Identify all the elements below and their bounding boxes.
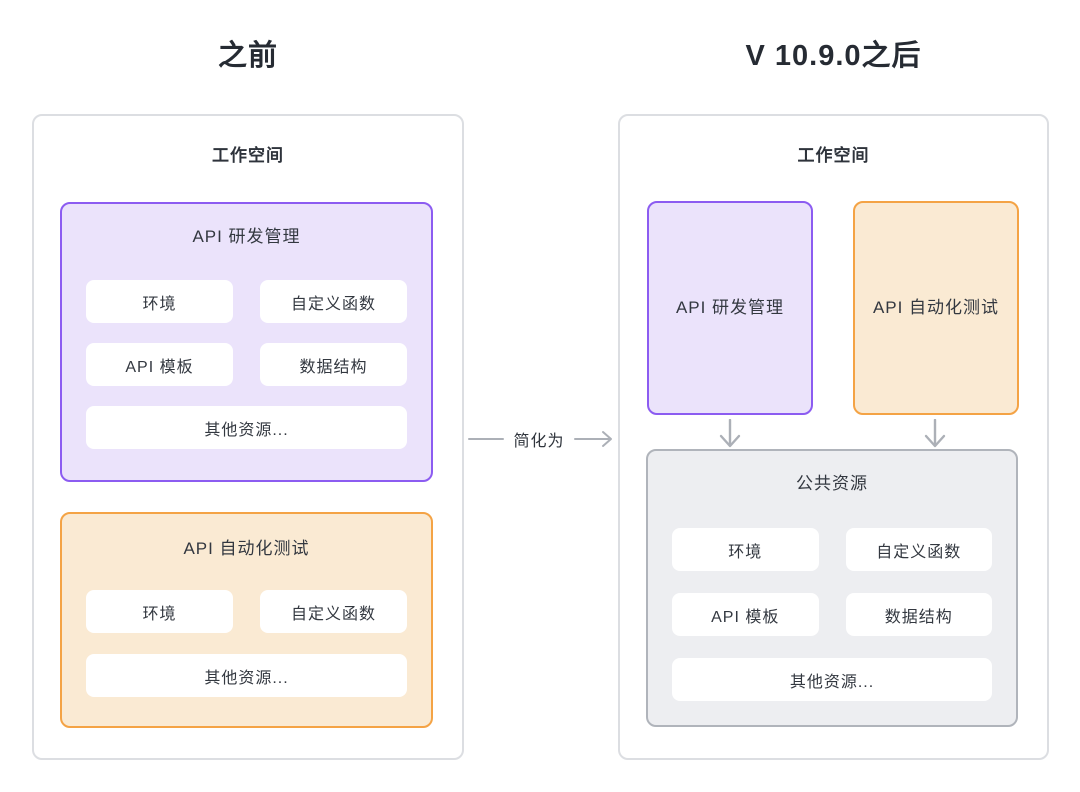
chip-api-templates: API 模板 xyxy=(672,593,819,636)
chip-other-resources: 其他资源... xyxy=(672,658,992,701)
chip-data-structures: 数据结构 xyxy=(260,343,407,386)
arrow-right-icon xyxy=(573,431,612,447)
chip-environment: 环境 xyxy=(86,590,233,633)
simplify-connector: 简化为 xyxy=(462,427,620,451)
shared-resources-label: 公共资源 xyxy=(796,474,868,493)
chip-custom-functions: 自定义函数 xyxy=(260,590,407,633)
chip-other-resources: 其他资源... xyxy=(86,406,407,449)
api-dev-box: API 研发管理 xyxy=(647,201,813,415)
page-title-before: 之前 xyxy=(217,40,278,72)
api-test-chip-grid: 环境 自定义函数 其他资源... xyxy=(62,590,431,697)
workspace-label: 工作空间 xyxy=(212,146,284,165)
chip-environment: 环境 xyxy=(672,528,819,571)
shared-resources-box: 公共资源 环境 自定义函数 API 模板 数据结构 其他资源... xyxy=(646,449,1018,727)
api-dev-box: API 研发管理 环境 自定义函数 API 模板 数据结构 其他资源... xyxy=(60,202,433,482)
chip-environment: 环境 xyxy=(86,280,233,323)
api-dev-chip-grid: 环境 自定义函数 API 模板 数据结构 其他资源... xyxy=(62,280,431,449)
api-test-box-label: API 自动化测试 xyxy=(183,539,310,558)
workspace-label: 工作空间 xyxy=(797,146,870,165)
api-dev-box-label: API 研发管理 xyxy=(675,298,785,317)
chip-custom-functions: 自定义函数 xyxy=(260,280,407,323)
chip-other-resources: 其他资源... xyxy=(86,654,407,697)
api-test-box-label: API 自动化测试 xyxy=(872,298,1000,317)
simplify-label: 简化为 xyxy=(513,433,565,450)
page-title-after: V 10.9.0之后 xyxy=(745,40,922,72)
shared-chip-grid: 环境 自定义函数 API 模板 数据结构 其他资源... xyxy=(648,528,1016,701)
api-test-box: API 自动化测试 xyxy=(853,201,1019,415)
workspace-box-before: 工作空间 API 研发管理 环境 自定义函数 API 模板 数据结构 其他资源.… xyxy=(32,114,464,760)
arrow-down-icon xyxy=(924,419,946,448)
arrow-down-icon xyxy=(719,419,741,448)
chip-custom-functions: 自定义函数 xyxy=(845,528,992,571)
chip-api-templates: API 模板 xyxy=(86,343,233,386)
connector-line xyxy=(468,438,505,440)
api-test-box: API 自动化测试 环境 自定义函数 其他资源... xyxy=(60,512,433,728)
workspace-box-after: 工作空间 API 研发管理 API 自动化测试 公共资源 环境 自定义函数 AP… xyxy=(618,114,1049,760)
api-dev-box-label: API 研发管理 xyxy=(192,227,301,246)
chip-data-structures: 数据结构 xyxy=(845,593,992,636)
